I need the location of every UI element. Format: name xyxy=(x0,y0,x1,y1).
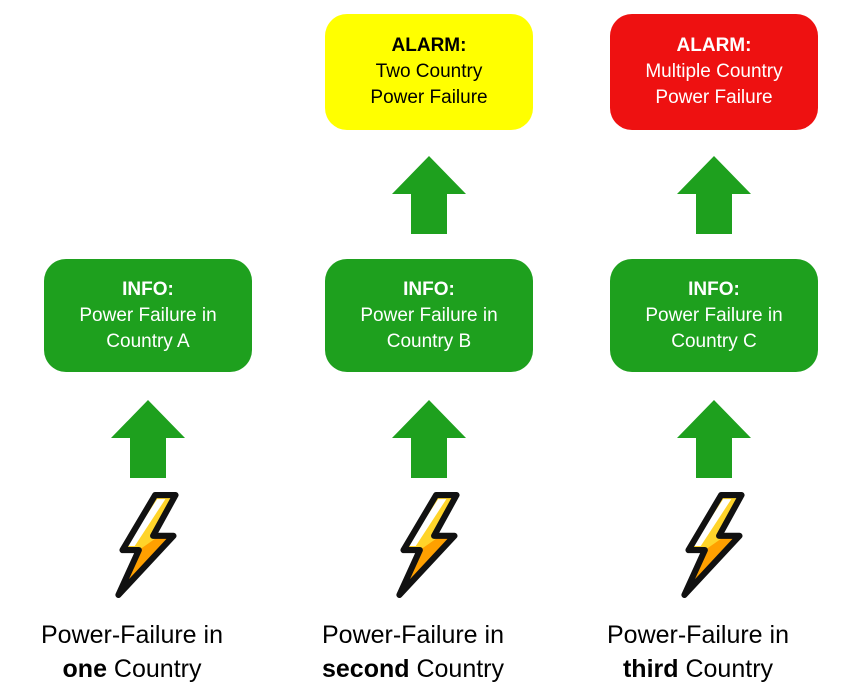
caption-line2: second Country xyxy=(278,652,548,686)
up-arrow-icon xyxy=(110,400,186,478)
lightning-bolt-icon xyxy=(110,492,186,598)
up-arrow-icon xyxy=(391,400,467,478)
caption-country-b: Power-Failure in second Country xyxy=(278,618,548,686)
caption-rest: Country xyxy=(678,655,774,683)
alarm-line1: Two Country xyxy=(375,61,483,82)
caption-bold-word: second xyxy=(321,655,410,683)
info-box-country-c: INFO: Power Failure in Country C xyxy=(610,259,818,372)
info-line2: Country C xyxy=(671,330,757,352)
caption-rest: Country xyxy=(409,655,504,683)
up-arrow-icon xyxy=(676,156,752,234)
column-country-c: ALARM: Multiple Country Power Failure IN… xyxy=(579,0,849,693)
caption-line1: Power-Failure in xyxy=(321,621,504,649)
up-arrow-icon xyxy=(676,400,752,478)
lightning-bolt-icon xyxy=(676,492,752,598)
caption-country-c: Power-Failure in third Country xyxy=(563,618,833,686)
info-line1: Power Failure in xyxy=(360,304,498,326)
info-line2: Country B xyxy=(386,330,472,352)
column-country-a: INFO: Power Failure in Country A Power-F… xyxy=(13,0,283,693)
alarm-title: ALARM: xyxy=(391,35,467,56)
caption-line2: third Country xyxy=(563,652,833,686)
alarm-box-multiple-country: ALARM: Multiple Country Power Failure xyxy=(610,14,818,130)
caption-rest: Country xyxy=(106,655,202,683)
info-title: INFO: xyxy=(122,278,174,300)
info-title: INFO: xyxy=(688,278,740,300)
column-country-b: ALARM: Two Country Power Failure INFO: P… xyxy=(294,0,564,693)
info-line2: Country A xyxy=(106,330,190,352)
info-line1: Power Failure in xyxy=(645,304,783,326)
caption-bold-word: third xyxy=(622,655,679,683)
caption-line1: Power-Failure in xyxy=(606,621,789,649)
caption-line2: one Country xyxy=(0,652,267,686)
info-title: INFO: xyxy=(403,278,455,300)
info-line1: Power Failure in xyxy=(79,304,217,326)
alarm-line1: Multiple Country xyxy=(645,61,783,82)
lightning-bolt-icon xyxy=(391,492,467,598)
alarm-line2: Power Failure xyxy=(370,87,488,108)
caption-country-a: Power-Failure in one Country xyxy=(0,618,267,686)
info-box-country-a: INFO: Power Failure in Country A xyxy=(44,259,252,372)
alarm-line2: Power Failure xyxy=(655,87,773,108)
caption-line1: Power-Failure in xyxy=(40,621,223,649)
info-box-country-b: INFO: Power Failure in Country B xyxy=(325,259,533,372)
up-arrow-icon xyxy=(391,156,467,234)
alarm-title: ALARM: xyxy=(676,35,752,56)
alarm-box-two-country: ALARM: Two Country Power Failure xyxy=(325,14,533,130)
caption-bold-word: one xyxy=(62,655,107,683)
